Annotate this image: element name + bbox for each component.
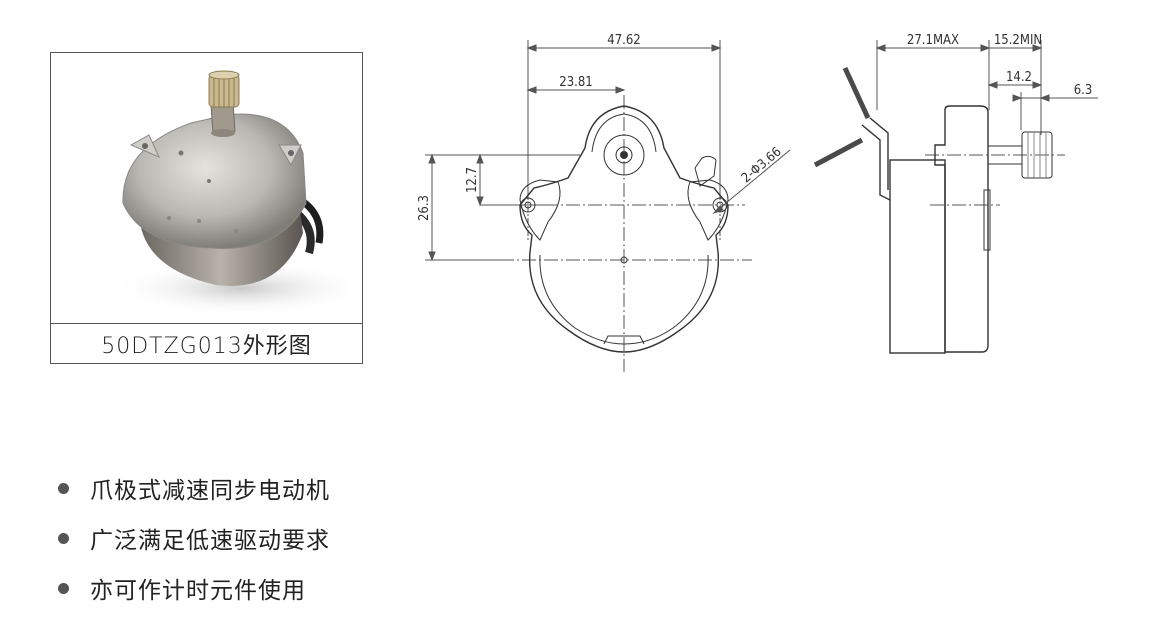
dim-half-width: 23.81 (559, 75, 592, 90)
feature-item: 爪极式减速同步电动机 (58, 468, 330, 508)
front-view-drawing: 47.62 23.81 26.3 12.7 2-Φ3.66 (400, 20, 820, 380)
dim-depth-max: 27.1MAX (907, 33, 959, 48)
dim-shaft-length: 14.2 (1006, 70, 1032, 85)
dim-hole-diameter: 2-Φ3.66 (739, 144, 785, 186)
dim-shaft-min: 15.2MIN (994, 33, 1042, 48)
dim-overall-width: 47.62 (607, 33, 640, 48)
feature-text: 爪极式减速同步电动机 (90, 478, 330, 504)
bullet-icon (58, 482, 69, 494)
dim-height-total: 26.3 (417, 195, 432, 221)
photo-caption: 50DTZG013外形图 (101, 333, 312, 359)
product-photo-panel: 50DTZG013外形图 (50, 52, 363, 364)
motor-photo (51, 53, 362, 324)
side-view-drawing: 27.1MAX 15.2MIN 14.2 6.3 (810, 20, 1110, 380)
bullet-icon (58, 532, 69, 544)
feature-list: 爪极式减速同步电动机 广泛满足低速驱动要求 亦可作计时元件使用 (58, 468, 330, 618)
feature-text: 亦可作计时元件使用 (90, 578, 306, 604)
feature-item: 广泛满足低速驱动要求 (58, 518, 330, 558)
dim-height-upper: 12.7 (465, 167, 480, 193)
feature-text: 广泛满足低速驱动要求 (90, 528, 330, 554)
feature-item: 亦可作计时元件使用 (58, 568, 330, 608)
bullet-icon (58, 582, 69, 594)
dim-gear-length: 6.3 (1074, 83, 1093, 98)
